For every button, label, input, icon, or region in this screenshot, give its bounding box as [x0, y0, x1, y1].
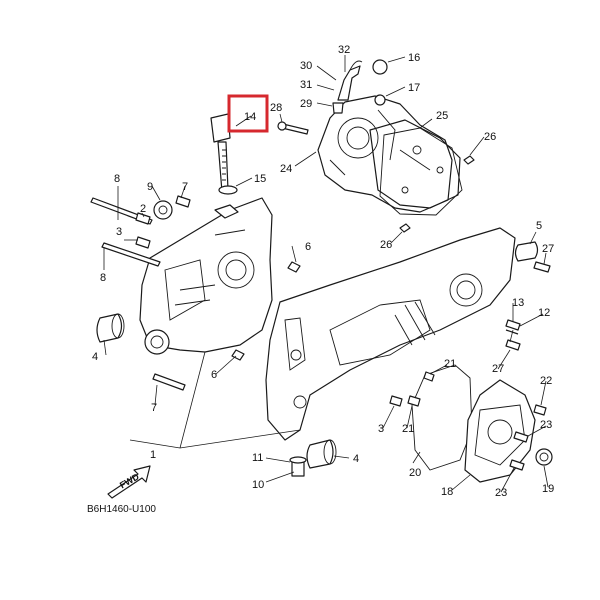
callout-15: 15 — [254, 173, 266, 185]
callout-3b: 3 — [378, 423, 384, 435]
callout-30: 30 — [300, 60, 312, 72]
highlight-box — [227, 94, 269, 133]
callout-16: 16 — [408, 52, 420, 64]
callout-5: 5 — [536, 220, 542, 232]
callout-23a: 23 — [540, 419, 552, 431]
diagram-code: B6H1460-U100 — [87, 504, 156, 515]
callout-24: 24 — [280, 163, 292, 175]
callout-25: 25 — [436, 110, 448, 122]
callout-8b: 8 — [100, 272, 106, 284]
forward-arrow: FWD — [107, 465, 151, 499]
callout-9: 9 — [147, 181, 153, 193]
callout-7b: 7 — [151, 402, 157, 414]
callout-20: 20 — [409, 467, 421, 479]
clutch-cover-assembly — [411, 364, 553, 483]
callout-7a: 7 — [182, 181, 188, 193]
callout-31: 31 — [300, 79, 312, 91]
callout-8: 8 — [114, 173, 120, 185]
callout-21b: 21 — [402, 423, 414, 435]
callout-4b: 4 — [353, 453, 359, 465]
callout-29: 29 — [300, 98, 312, 110]
callout-3a: 3 — [116, 226, 122, 238]
callout-6a: 6 — [305, 241, 311, 253]
side-cover-assembly — [277, 59, 475, 233]
leader-lines — [103, 55, 549, 493]
callout-28: 28 — [270, 102, 282, 114]
callout-1: 1 — [150, 449, 156, 461]
callout-14: 14 — [244, 111, 256, 123]
callout-27a: 27 — [542, 243, 554, 255]
callout-21a: 21 — [444, 358, 456, 370]
callout-labels: 32 16 30 17 31 29 28 14 25 26 24 15 8 9 … — [92, 44, 554, 499]
callout-13: 13 — [512, 297, 524, 309]
callout-2: 2 — [140, 203, 146, 215]
right-crankcase — [265, 227, 516, 441]
callout-19: 19 — [542, 483, 554, 495]
small-parts — [90, 113, 551, 477]
callout-26b: 26 — [380, 239, 392, 251]
callout-6b: 6 — [211, 369, 217, 381]
left-crankcase — [139, 197, 273, 355]
callout-17: 17 — [408, 82, 420, 94]
callout-27b: 27 — [492, 363, 504, 375]
callout-32: 32 — [338, 44, 350, 56]
callout-22: 22 — [540, 375, 552, 387]
callout-18: 18 — [441, 486, 453, 498]
callout-4a: 4 — [92, 351, 98, 363]
callout-26a: 26 — [484, 131, 496, 143]
callout-23b: 23 — [495, 487, 507, 499]
callout-10: 10 — [252, 479, 264, 491]
callout-12: 12 — [538, 307, 550, 319]
callout-11: 11 — [252, 452, 263, 464]
